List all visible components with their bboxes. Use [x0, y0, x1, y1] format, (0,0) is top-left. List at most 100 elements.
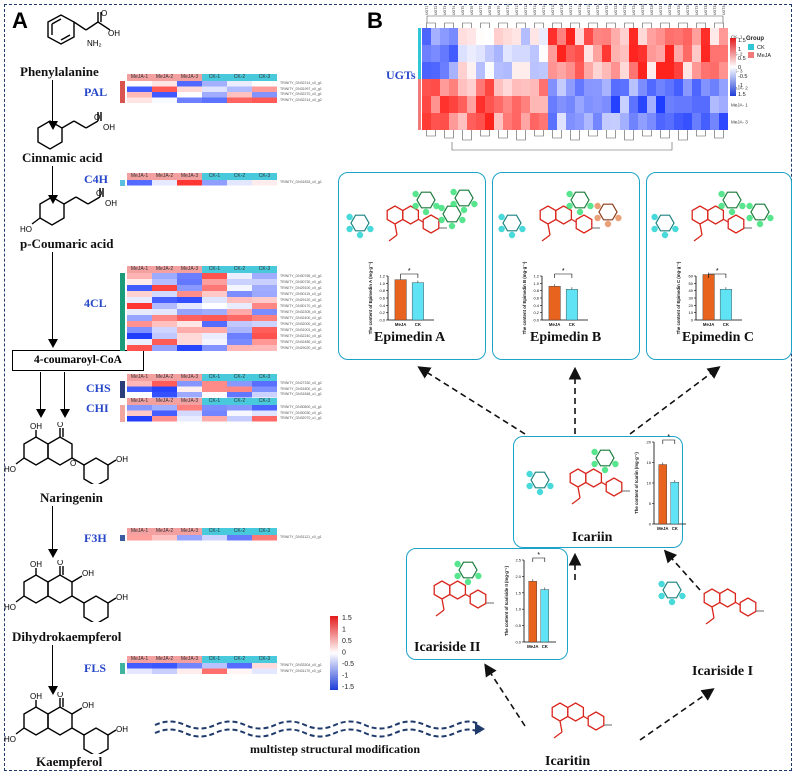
ugt-cell [458, 96, 467, 113]
ugt-cell [620, 96, 629, 113]
ugt-cell [557, 79, 566, 96]
heatmap-cell [227, 279, 252, 285]
heatmap-cell [152, 81, 177, 87]
ugt-cell [647, 113, 656, 130]
ugt-cell [431, 45, 440, 62]
ugt-cell [566, 113, 575, 130]
heatmap-cell [177, 416, 202, 422]
heatmap-cell [202, 327, 227, 333]
gene-id: TRINITY_DN29020_c0_g1 [280, 346, 322, 350]
legend-swatch [748, 44, 754, 50]
heatmap-col-label: MeJA-1 [127, 398, 152, 405]
heatmap-col-label: CK-3 [252, 398, 277, 405]
heatmap-cell [252, 97, 277, 103]
ugt-cell [602, 79, 611, 96]
ugt-cell [467, 28, 476, 45]
heatmap-cell [127, 416, 152, 422]
svg-text:OH: OH [82, 701, 94, 710]
y-tick-label: 1.0 [515, 607, 521, 612]
heatmap-cell [227, 309, 252, 315]
ugt-cell [422, 62, 431, 79]
significance-marker: * [562, 268, 565, 275]
arrow-shaft [64, 372, 65, 410]
label-icariside-ii: Icariside II [414, 640, 481, 655]
ugt-cell [692, 45, 701, 62]
svg-text:OH: OH [30, 422, 42, 431]
heatmap-col-label: CK-1 [202, 528, 227, 535]
y-tick-label: 0.2 [379, 310, 385, 315]
ugt-cell [593, 113, 602, 130]
ugt-col-label: UGT9 [497, 6, 501, 15]
svg-text:O: O [70, 459, 76, 468]
ugt-cell [440, 28, 449, 45]
ugt-cell [647, 96, 656, 113]
ugt-cell [602, 96, 611, 113]
ugt-cell [458, 28, 467, 45]
heatmap-cell [152, 297, 177, 303]
ugt-cell [431, 96, 440, 113]
svg-text:O: O [101, 10, 107, 18]
heatmap-col-label: MeJA-2 [152, 374, 177, 381]
ugt-cell [701, 45, 710, 62]
ugt-cell [476, 62, 485, 79]
compound-cinnamic-acid: Cinnamic acid [22, 150, 103, 165]
ugt-row-label: CK- 2 [731, 52, 743, 57]
arrow-shaft [52, 80, 53, 122]
heatmap-cell [202, 309, 227, 315]
y-tick-label: 1.5 [515, 590, 521, 595]
gene-id: TRINITY_DN31848_c1_g1 [280, 392, 322, 396]
heatmap-cell [227, 333, 252, 339]
arrow-head [48, 195, 58, 204]
gene-id: TRINITY_DN31170_c0_g1 [280, 668, 322, 673]
ugt-cell [710, 28, 719, 45]
gene-id: TRINITY_DN30800_c0_g1 [280, 405, 322, 409]
ugt-cell [665, 79, 674, 96]
ugt-cell [647, 45, 656, 62]
heatmap-cell [252, 309, 277, 315]
ugt-cell [683, 113, 692, 130]
y-tick-label: 0.5 [515, 623, 521, 628]
arrow-shaft [52, 252, 53, 340]
panel-a-label: A [12, 8, 28, 33]
y-tick-label: 10 [647, 481, 652, 486]
y-tick-label: 0.0 [533, 318, 539, 323]
heatmap-cell [202, 668, 227, 674]
p-coumaric-acid-structure: HO OHO [20, 188, 117, 234]
significance-marker: * [716, 268, 719, 275]
ugt-cell [557, 113, 566, 130]
heatmap-cell [252, 273, 277, 279]
ugt-cell [620, 45, 629, 62]
ugt-cell [521, 62, 530, 79]
heatmap-cell [177, 668, 202, 674]
wavy-arrow [154, 720, 485, 738]
gene-id: TRINITY_DN31833_c0_g1 [280, 180, 322, 184]
heatmap-cell [127, 663, 152, 669]
arrow-head [48, 121, 58, 130]
heatmap-cell [127, 273, 152, 279]
heatmap-cell [152, 535, 177, 541]
heatmap-cell [127, 339, 152, 345]
heatmap-cell [127, 297, 152, 303]
ugt-cell [431, 62, 440, 79]
heatmap-cell [227, 345, 252, 351]
ugt-cell [629, 28, 638, 45]
heatmap-cell [202, 321, 227, 327]
gene-id: TRINITY_DN32214_c0_g2 [280, 97, 322, 102]
ugt-cell [449, 79, 458, 96]
ugt-cell [485, 45, 494, 62]
ugt-col-label: UGT19 [587, 4, 591, 15]
gene-id-list: TRINITY_DN31121_c0_g1 [280, 535, 360, 541]
cinnamic-acid-structure: OHO [37, 112, 115, 150]
heatmap-col-label: CK-2 [227, 74, 252, 81]
ugt-cell [503, 113, 512, 130]
svg-text:O: O [57, 560, 63, 567]
gene-id: TRINITY_DN30115_c0_g1 [280, 292, 322, 296]
ugt-cell [476, 28, 485, 45]
group-color-bar [120, 663, 125, 674]
